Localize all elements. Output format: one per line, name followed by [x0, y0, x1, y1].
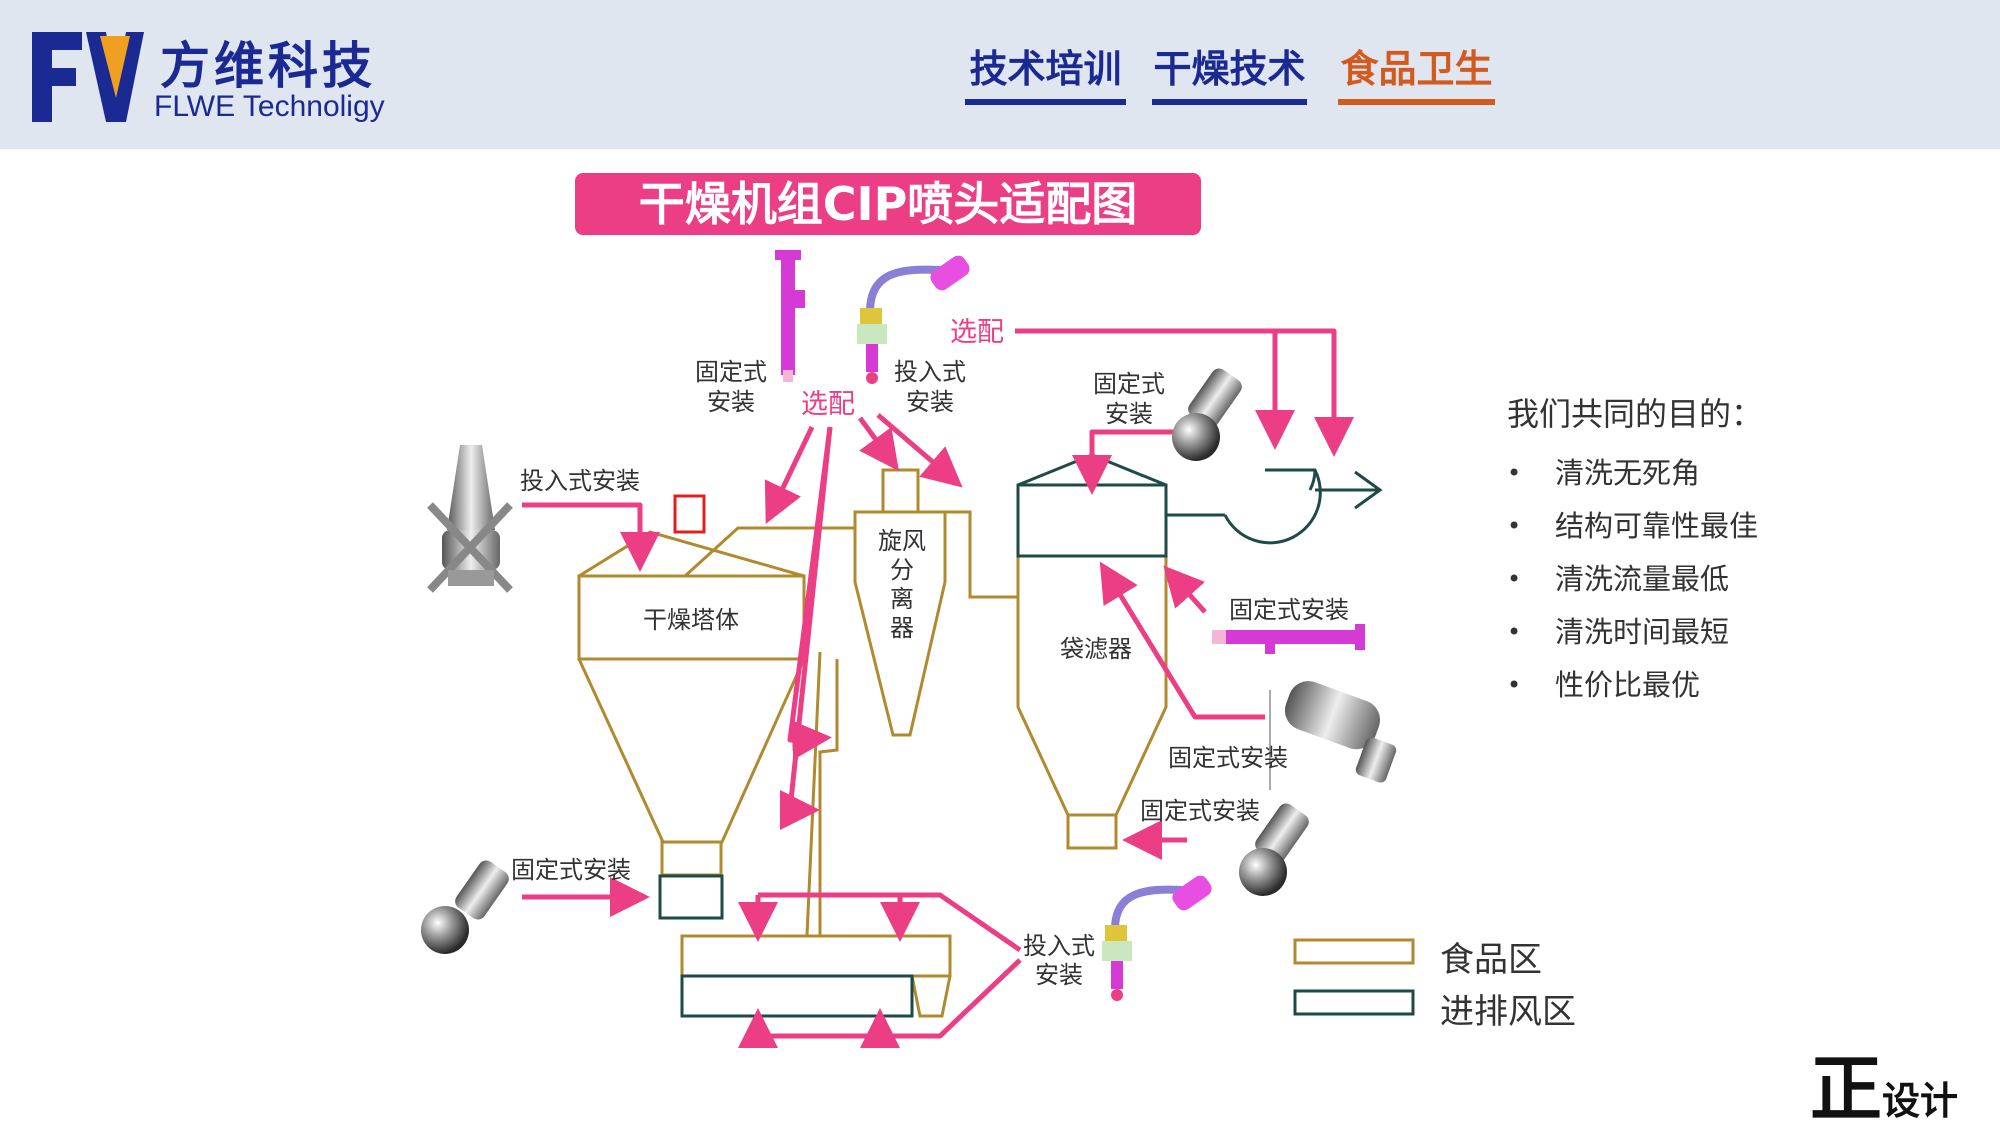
fixed-top-label-2: 安装 — [707, 388, 755, 416]
optional-label-center: 选配 — [801, 389, 855, 420]
fixed-top-label-1: 固定式 — [695, 358, 767, 386]
cyclone-top — [881, 468, 920, 514]
optional-labels: 选配 选配 — [801, 317, 1004, 420]
brand-name-en: FLWE Technoligy — [154, 90, 385, 123]
cyclone-label-2: 分 — [890, 556, 914, 584]
insert-bottom-label-1: 投入式 — [1023, 932, 1095, 960]
fv-logo-icon — [32, 32, 144, 122]
fixed-lower-right-label: 固定式安装 — [1168, 744, 1288, 772]
footer-text: 设计 — [1882, 1079, 1959, 1123]
air-zone-lines — [658, 453, 1383, 1018]
fixed-bag-top-label-1: 固定式 — [1093, 370, 1165, 398]
header-bar: 方维科技 FLWE Technoligy 技术培训 干燥技术 食品卫生 — [0, 0, 2000, 149]
goal-item: 结构可靠性最佳 — [1507, 506, 1927, 559]
fan-housing — [1223, 468, 1322, 545]
fixed-right-label: 固定式安装 — [1229, 596, 1349, 624]
insert-bottom-label-2: 安装 — [1035, 961, 1083, 989]
cyclone-label-1: 旋风 — [878, 527, 926, 555]
conveyor-top — [680, 934, 952, 978]
spray-ball-icon — [421, 860, 509, 954]
bag-filter-label: 袋滤器 — [1060, 635, 1132, 663]
nav-item-drying-tech[interactable]: 干燥技术 — [1152, 38, 1307, 105]
cyclone-label-4: 器 — [890, 614, 914, 642]
nav-item-tech-training[interactable]: 技术培训 — [965, 38, 1126, 105]
legend-air-label: 进排风区 — [1440, 992, 1576, 1032]
insert-nozzle-top-icon — [857, 255, 970, 384]
legend-food-label: 食品区 — [1440, 940, 1542, 980]
goals-title: 我们共同的目的： — [1507, 395, 1764, 433]
footer-logo: 正设计 — [1810, 1030, 1958, 1135]
bag-filter-outlet — [1066, 813, 1118, 850]
cyclone-label-3: 离 — [890, 585, 914, 613]
goals-panel: 我们共同的目的： 清洗无死角 结构可靠性最佳 清洗流量最低 清洗时间最短 性价比… — [1507, 389, 1927, 718]
bag-filter-head — [1016, 483, 1168, 558]
legend-food-swatch — [1293, 938, 1415, 965]
cip-arrows — [522, 328, 1354, 1048]
legend-air-swatch — [1293, 989, 1415, 1016]
brand-name-cn: 方维科技 — [160, 37, 376, 95]
food-zone-lines — [577, 468, 1168, 1018]
footer-mark: 正 — [1810, 1046, 1883, 1131]
dryer-port — [673, 494, 706, 534]
dryer-label: 干燥塔体 — [643, 606, 739, 634]
dryer-outlet — [660, 840, 723, 877]
nav-item-food-hygiene[interactable]: 食品卫生 — [1338, 38, 1495, 105]
goals-list: 清洗无死角 结构可靠性最佳 清洗流量最低 清洗时间最短 性价比最优 — [1507, 453, 1927, 718]
dryer-outlet-lower — [658, 874, 724, 920]
spray-ball-icon — [1172, 368, 1242, 461]
diagram-title: 干燥机组CIP喷头适配图 — [575, 173, 1201, 235]
goal-item: 性价比最优 — [1507, 665, 1927, 718]
insert-nozzle-bottom-icon — [1102, 875, 1212, 1001]
insert-top-label-1: 投入式 — [894, 358, 966, 386]
retractable-nozzle-icon — [1269, 681, 1397, 790]
diagram-labels: 干燥塔体 旋风 分 离 器 袋滤器 投入式安装 固定式 安装 投入式 安装 固定… — [511, 358, 1349, 989]
fixed-lance-icon — [775, 250, 805, 382]
goal-item: 清洗时间最短 — [1507, 612, 1927, 665]
optional-label-top: 选配 — [950, 317, 1004, 348]
spray-ball-icon — [1239, 803, 1309, 896]
fixed-outlet-label: 固定式安装 — [1140, 797, 1260, 825]
fixed-bag-top-label-2: 安装 — [1105, 400, 1153, 428]
insert-install-label: 投入式安装 — [520, 467, 640, 495]
goal-item: 清洗流量最低 — [1507, 559, 1927, 612]
conveyor-bottom — [680, 974, 914, 1018]
goal-item: 清洗无死角 — [1507, 453, 1927, 506]
fixed-left-label: 固定式安装 — [511, 856, 631, 884]
rotary-jet-head-icon — [427, 445, 513, 593]
insert-top-label-2: 安装 — [906, 388, 954, 416]
fixed-lance-side-icon — [1212, 624, 1365, 654]
